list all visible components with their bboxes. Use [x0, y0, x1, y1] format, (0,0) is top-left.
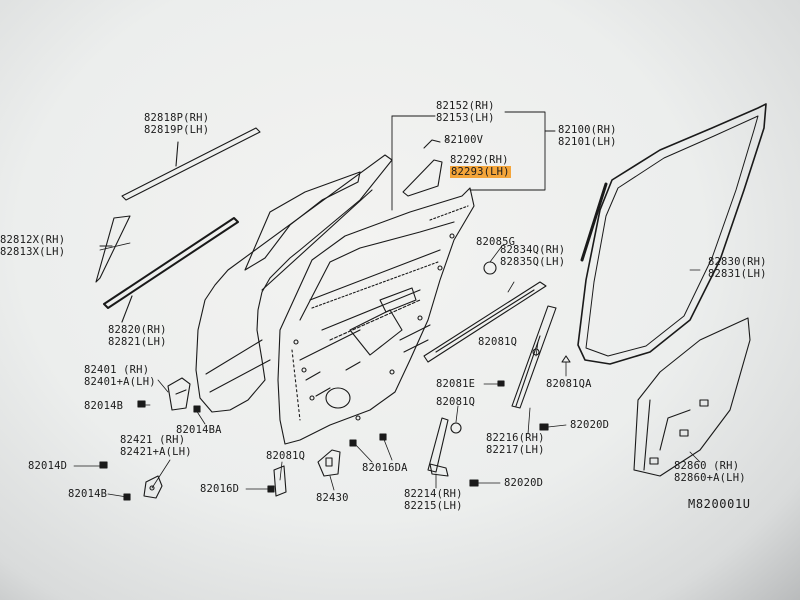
label-82216: 82216(RH) 82217(LH)	[486, 432, 545, 456]
door-weatherstrip	[577, 103, 767, 365]
upper-molding-part	[121, 127, 261, 201]
label-82820: 82820(RH) 82821(LH)	[108, 324, 167, 348]
label-82830: 82830(RH) 82831(LH)	[708, 256, 767, 280]
label-line: 82813X(LH)	[0, 246, 66, 258]
label-82100v: 82100V	[444, 134, 484, 146]
label-line: 82834Q(RH)	[500, 244, 566, 256]
label-82081qa: 82081QA	[546, 378, 592, 390]
grommet-82085g	[483, 261, 497, 275]
label-line: 82421 (RH)	[120, 434, 186, 446]
label-line: 82820(RH)	[108, 324, 167, 336]
lower-sash-part	[427, 417, 449, 477]
label-82860: 82860 (RH) 82860+A(LH)	[674, 460, 746, 484]
label-line: 82214(RH)	[404, 488, 463, 500]
label-82100: 82100(RH) 82101(LH)	[558, 124, 617, 148]
diagram-code: M820001U	[688, 497, 751, 511]
label-82152: 82152(RH) 82153(LH)	[436, 100, 495, 124]
sealing-screen	[633, 317, 751, 477]
label-line: 82216(RH)	[486, 432, 545, 444]
label-82020d-top: 82020D	[570, 419, 610, 431]
label-line: 82101(LH)	[558, 136, 617, 148]
label-line: 82860 (RH)	[674, 460, 740, 472]
label-line: 82401 (RH)	[84, 364, 150, 376]
label-82081e: 82081E	[436, 378, 476, 390]
lower-hinge	[143, 475, 163, 499]
label-82081q-mid: 82081Q	[478, 336, 518, 348]
label-82014ba: 82014BA	[176, 424, 222, 436]
label-82430: 82430	[316, 492, 349, 504]
label-line: 82835Q(LH)	[500, 256, 566, 268]
label-line: 82292(RH)	[450, 154, 509, 166]
label-82292: 82292(RH) 82293(LH)	[450, 154, 511, 178]
highlighted-part-number: 82293(LH)	[450, 166, 511, 178]
label-82818p: 82818P(RH) 82819P(LH)	[144, 112, 209, 136]
callout-bracket	[391, 111, 556, 211]
pad-82081q	[273, 465, 287, 497]
label-82016d: 82016D	[200, 483, 240, 495]
label-82214: 82214(RH) 82215(LH)	[404, 488, 463, 512]
label-82401: 82401 (RH) 82401+A(LH)	[84, 364, 156, 388]
label-82014b-top: 82014B	[84, 400, 124, 412]
corner-cover-part	[402, 159, 443, 197]
upper-hinge	[167, 377, 191, 411]
label-82085g: 82085G	[476, 236, 516, 248]
label-line: 82821(LH)	[108, 336, 167, 348]
corner-trim-part	[95, 215, 131, 283]
label-line: 82421+A(LH)	[120, 446, 192, 458]
label-82014b-bottom: 82014B	[68, 488, 108, 500]
label-82020d-bottom: 82020D	[504, 477, 544, 489]
bracket-82100v	[423, 139, 441, 149]
label-82016da: 82016DA	[362, 462, 408, 474]
label-line: 82812X(RH)	[0, 234, 66, 246]
label-line: 82152(RH)	[436, 100, 495, 112]
belt-weatherstrip-part	[103, 217, 239, 323]
label-82081q-left: 82081Q	[266, 450, 306, 462]
label-line: 82217(LH)	[486, 444, 545, 456]
label-82014d: 82014D	[28, 460, 68, 472]
clip-82081qa	[561, 355, 571, 363]
label-82421: 82421 (RH) 82421+A(LH)	[120, 434, 192, 458]
check-link	[317, 449, 341, 477]
label-line: 82830(RH)	[708, 256, 767, 268]
inner-door-frame	[277, 187, 475, 445]
label-line: 82153(LH)	[436, 112, 495, 124]
outer-door-panel	[195, 154, 393, 413]
label-82081q-low: 82081Q	[436, 396, 476, 408]
label-line: 82100(RH)	[558, 124, 617, 136]
label-line: 82819P(LH)	[144, 124, 210, 136]
glass-run-channel	[423, 281, 547, 363]
label-line: 82818P(RH)	[144, 112, 210, 124]
label-line: 82831(LH)	[708, 268, 767, 280]
label-line: 82215(LH)	[404, 500, 463, 512]
clip-82081q	[450, 422, 462, 434]
label-82812x: 82812X(RH) 82813X(LH)	[0, 234, 65, 258]
label-82834q: 82834Q(RH) 82835Q(LH)	[500, 244, 565, 268]
label-line: 82860+A(LH)	[674, 472, 746, 484]
sash-part	[511, 305, 557, 409]
label-line-highlighted: 82293(LH)	[450, 166, 511, 178]
label-line: 82401+A(LH)	[84, 376, 156, 388]
leader-lines	[73, 139, 701, 498]
